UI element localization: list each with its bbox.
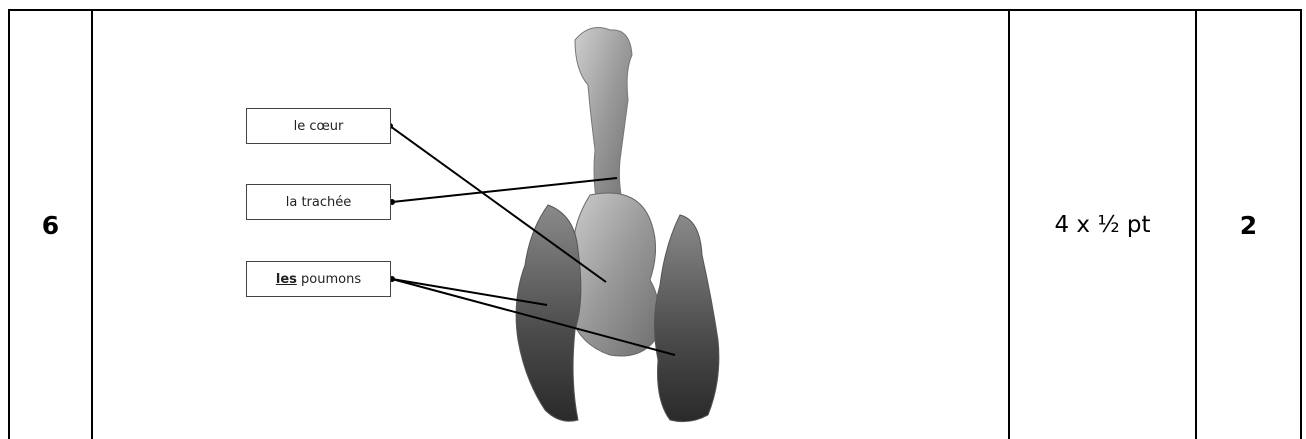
- label-trachea: la trachée: [246, 184, 391, 220]
- label-heart: le cœur: [246, 108, 391, 144]
- label-lungs: les poumons: [246, 261, 391, 297]
- left-lung-shape: [516, 205, 581, 421]
- right-lung-shape: [654, 215, 718, 422]
- points-detail: 4 x ½ pt: [1010, 11, 1195, 439]
- label-trachea-text: la trachée: [286, 195, 352, 210]
- trachea-shape: [575, 28, 632, 210]
- label-lungs-prefix: les: [276, 272, 297, 287]
- label-heart-text: le cœur: [294, 119, 344, 134]
- points-total: 2: [1197, 11, 1300, 439]
- label-lungs-text: poumons: [297, 272, 361, 287]
